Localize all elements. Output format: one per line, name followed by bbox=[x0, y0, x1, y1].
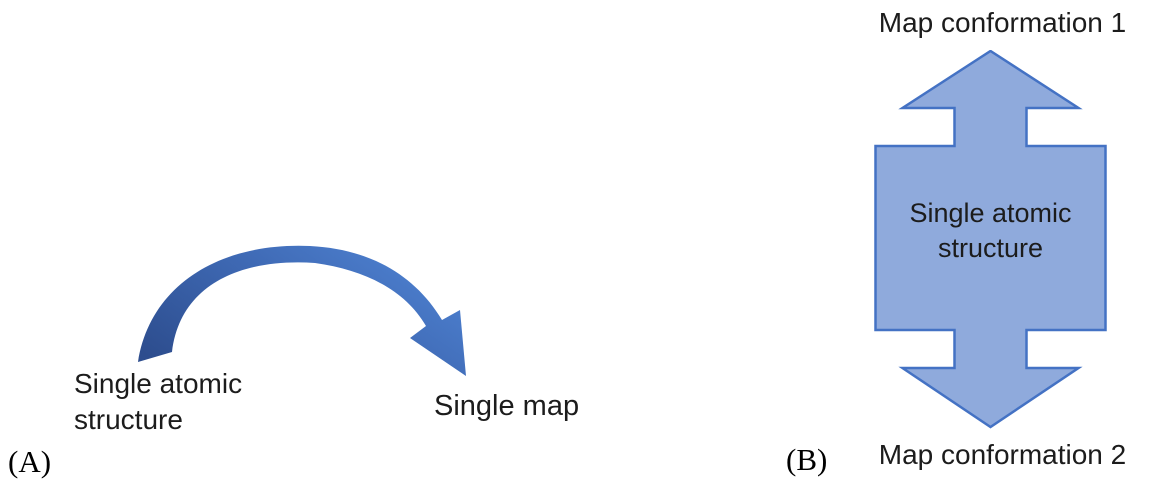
panel-b-tag: (B) bbox=[786, 442, 828, 477]
single-map-label: Single map bbox=[434, 390, 580, 422]
panel-a-tag: (A) bbox=[8, 444, 52, 479]
single-atomic-structure-label-a: Single atomic structure bbox=[74, 368, 243, 436]
curved-arrow-shape bbox=[138, 245, 466, 376]
curved-arrow bbox=[138, 245, 466, 376]
map-conformation-1-label: Map conformation 1 bbox=[878, 7, 1127, 38]
map-conformation-2-label: Map conformation 2 bbox=[878, 439, 1127, 470]
double-headed-arrow bbox=[874, 50, 1107, 429]
single-atomic-structure-label-b: Single atomic structure bbox=[909, 198, 1072, 264]
double-headed-arrow-shape bbox=[874, 50, 1107, 429]
